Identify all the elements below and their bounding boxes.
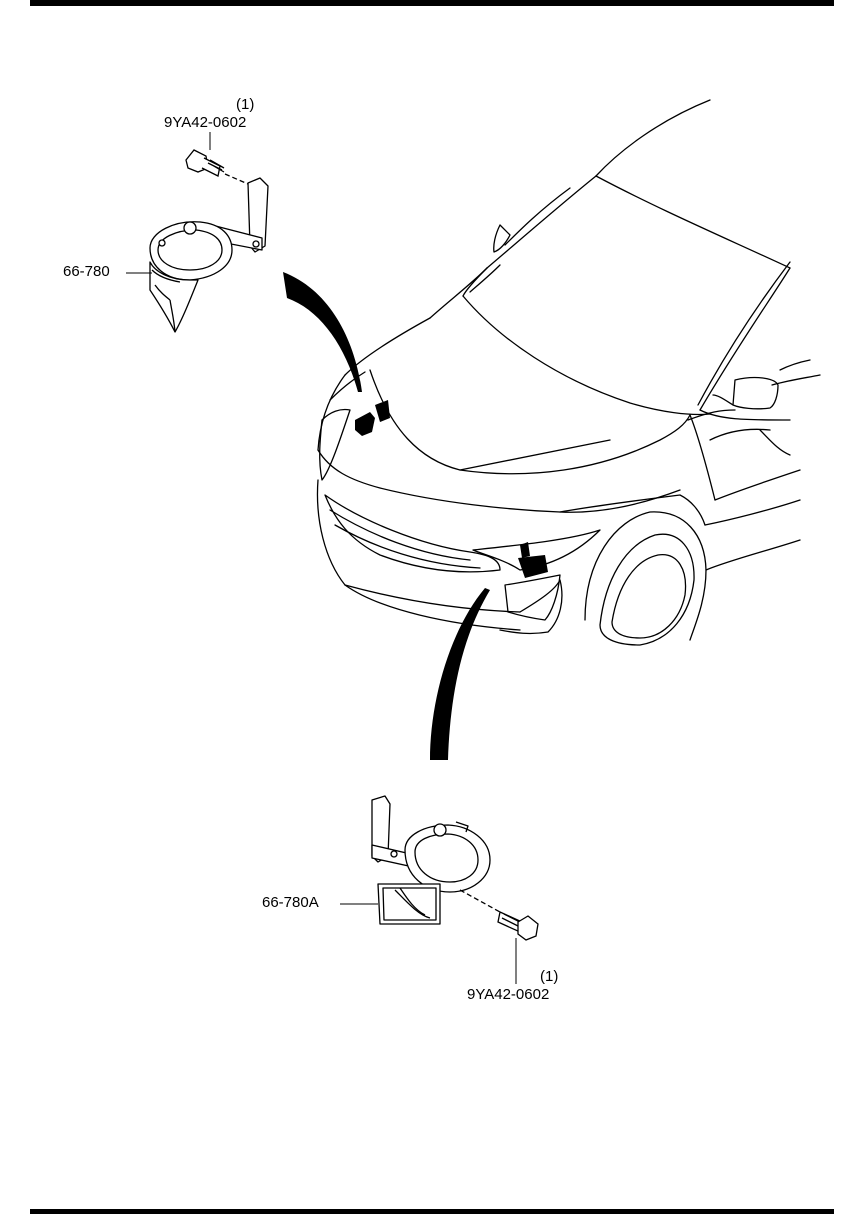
horn-location-upper [355,400,390,436]
callout-arrow-lower [430,588,490,760]
lower-horn [371,795,491,925]
callout-arrow-upper [283,272,362,392]
bottom-border-bar [30,1209,834,1214]
horn-location-lower [518,542,548,578]
upper-bolt-part-number: 9YA42-0602 [164,114,247,131]
lower-bolt [459,889,539,941]
upper-horn-part-number: 66-780 [63,263,110,280]
car-outline [316,99,821,646]
upper-horn [149,177,269,333]
lower-bolt-qty: (1) [540,968,559,985]
lower-bolt-part-number: 9YA42-0602 [467,986,550,1003]
lower-horn-part-number: 66-780A [262,894,319,911]
upper-bolt [185,149,249,185]
top-border-bar [30,0,834,6]
upper-bolt-qty: (1) [236,96,255,113]
